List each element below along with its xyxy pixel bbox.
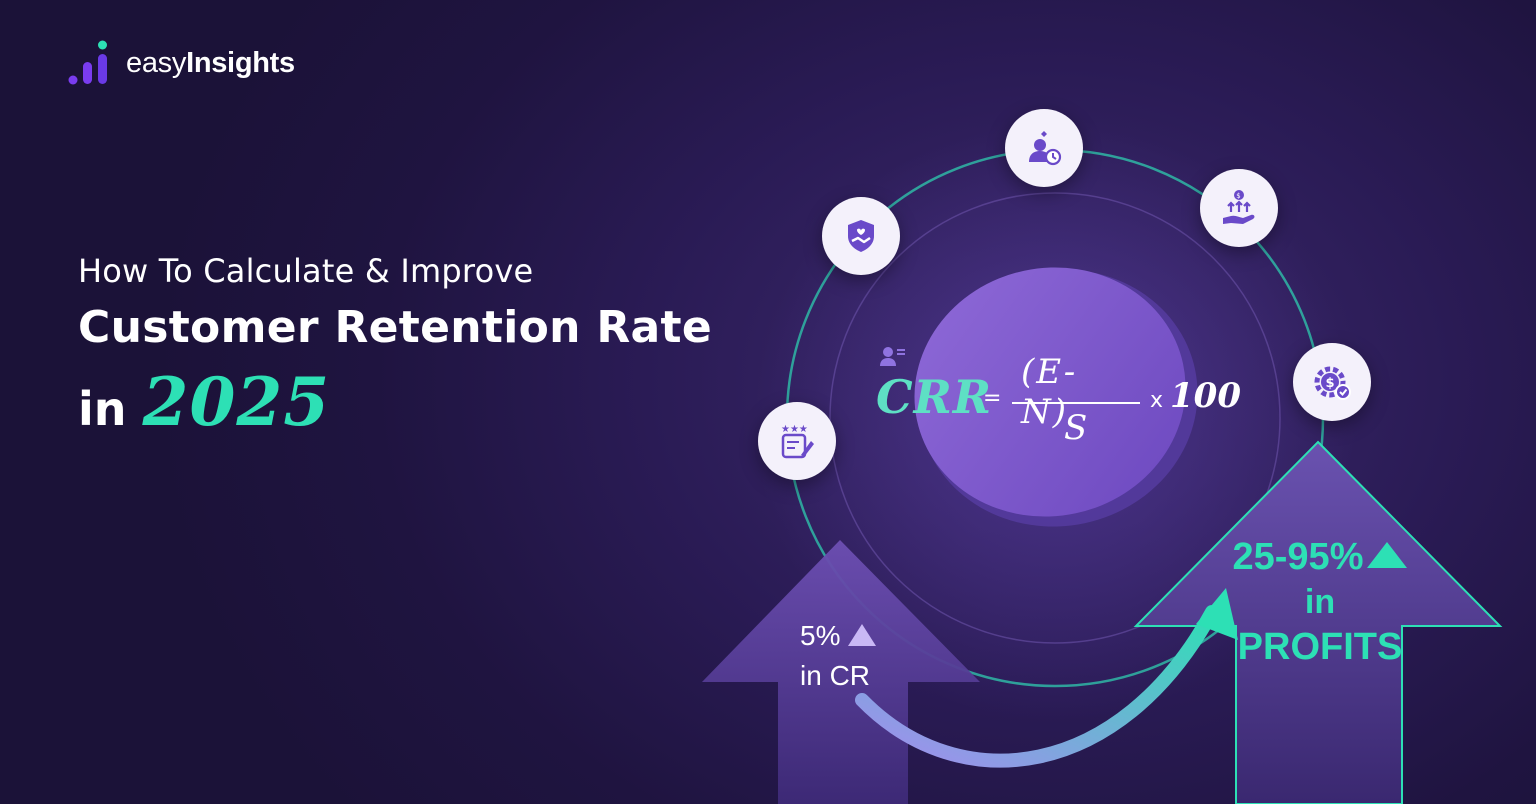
formula-equals: = (983, 386, 1002, 411)
cr-stat-label: in CR (800, 660, 871, 691)
headline-year-row: in 2025 (78, 363, 712, 441)
formula-numerator: (E-N) (1021, 352, 1078, 432)
triangle-up-icon (848, 623, 877, 646)
growth-curve (855, 605, 1219, 768)
logo-prefix: easy (126, 46, 187, 79)
formula-denominator: S (1064, 408, 1088, 448)
cr-stat-value-row: 5% (800, 616, 877, 656)
profits-stat-in: in (1304, 583, 1336, 621)
formula-lhs: CRR (876, 370, 993, 424)
profits-stat: 25-95% in PROFITS (1222, 534, 1418, 670)
logo-wordmark: easyInsights (126, 47, 295, 80)
handshake-shield-icon (822, 197, 900, 275)
customer-list-icon (880, 347, 905, 366)
profits-stat-value-row: 25-95% (1222, 534, 1418, 580)
headline-in: in (78, 382, 127, 436)
inner-orbit-ring (829, 192, 1281, 644)
dollar-gear-icon: $ (1293, 343, 1371, 421)
rating-notes-icon: ★★★ (758, 402, 836, 480)
profits-stat-value: 25-95% (1232, 536, 1364, 578)
formula-times: x (1150, 388, 1164, 413)
formula-ellipse (914, 267, 1186, 517)
headline-year: 2025 (142, 363, 331, 441)
cr-stat: 5% in CR (800, 616, 877, 696)
svg-text:$: $ (1236, 192, 1240, 200)
money-growth-hand-icon: $ (1200, 169, 1278, 247)
headline-pre: How To Calculate & Improve (78, 252, 534, 290)
growth-curve-head (1196, 588, 1238, 640)
bar-chart-logo-icon (68, 40, 107, 85)
headline-block: How To Calculate & Improve Customer Rete… (78, 252, 712, 441)
formula-fraction-bar (1012, 402, 1140, 404)
svg-text:$: $ (1326, 376, 1335, 391)
formula-multiplier: 100 (1170, 376, 1241, 416)
triangle-up-icon (1367, 541, 1408, 568)
cr-arrow (702, 540, 980, 804)
logo-suffix: Insights (186, 46, 295, 79)
cr-stat-value: 5% (800, 620, 841, 651)
svg-text:★★★: ★★★ (781, 424, 808, 435)
page-title: Customer Retention Rate (78, 302, 712, 353)
page-title-text: Customer Retention Rate (78, 302, 713, 353)
brand-logo[interactable]: easyInsights (68, 40, 295, 86)
loyal-customer-icon (1005, 109, 1083, 187)
profits-stat-label: PROFITS (1237, 626, 1403, 668)
profits-arrow (1133, 440, 1503, 804)
